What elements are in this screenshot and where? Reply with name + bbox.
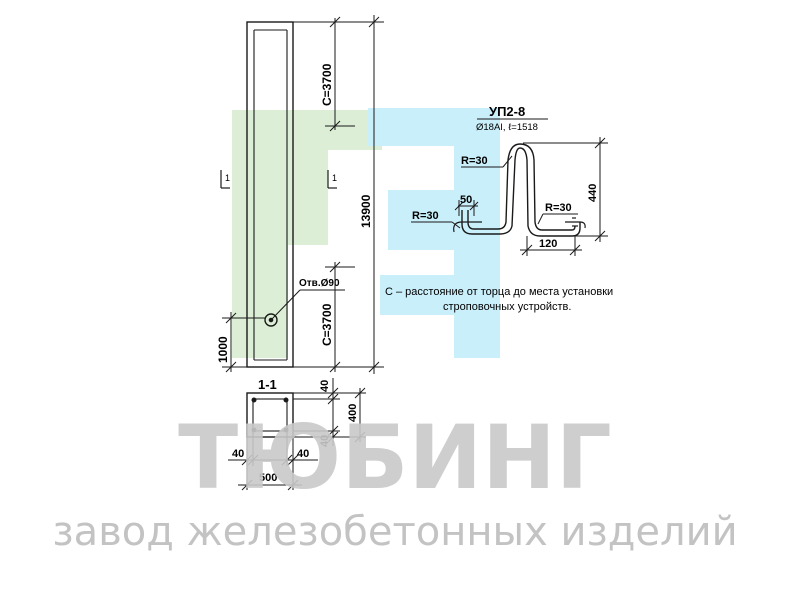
loop-r-right: R=30 [545,202,572,214]
watermark-green-mid [288,150,328,245]
r-left-leader [411,221,461,229]
column-outline [246,21,294,368]
section-dim-bottom-cover: 40 [319,435,331,447]
loop-dim-440: 440 [587,184,599,202]
hole-leader [270,289,301,321]
watermark-logo [232,108,500,358]
loop-left-hook [453,221,482,233]
watermark-brand: ТЮБИНГ [178,406,612,509]
loop-r-left: R=30 [412,210,439,222]
loop-right-hook [565,221,586,229]
watermark-cyan-low [380,275,454,315]
section-marks [220,170,337,189]
watermark-cyan-bar [454,108,500,358]
note-line1: С – расстояние от торца до места установ… [385,286,613,298]
loop-bar-inner [467,143,576,231]
loop-dim-50: 50 [460,194,472,206]
dim-total [345,15,384,374]
loop-bar-outer [461,147,581,237]
loop-shape [453,143,586,237]
watermark-green-top [232,110,382,150]
r-top-leader [461,155,513,168]
watermark-subtitle: завод железобетонных изделий [52,509,737,555]
section-dim-width: 500 [259,472,277,484]
hole-circle [264,313,278,327]
watermark-cyan-block [388,190,454,250]
dim-50 [454,200,479,216]
dim-c-bottom-label: C=3700 [320,303,334,346]
section-dim-left-cover: 40 [232,448,244,460]
dim-c-top-label: C=3700 [320,63,334,106]
hole-label: Отв.Ø90 [299,278,340,289]
loop-dim-120: 120 [539,238,557,250]
dim-hole-offset [222,312,266,373]
dim-hole-offset-label: 1000 [216,336,230,363]
note-line2: строповочных устройств. [443,301,571,313]
dim-c-bottom [293,261,355,373]
loop-r-top: R=30 [461,155,488,167]
section-dim-top-cover: 40 [319,380,331,392]
section-mark-left: 1 [225,173,230,183]
section-dim-height: 400 [347,404,359,422]
loop-title: УП2-8 [489,104,525,119]
loop-spec: Ø18AI, ℓ=1518 [476,122,538,133]
section-view [246,392,294,438]
section-dims-horizontal [228,431,318,491]
section-dim-right-cover: 40 [297,448,309,460]
dim-440 [523,137,608,242]
dim-total-label: 13900 [359,194,373,228]
section-rebar-frame [252,398,288,432]
section-mark-right: 1 [332,173,337,183]
dim-120 [520,236,582,256]
section-dims-vertical [293,378,366,446]
watermark-green-bar [232,110,288,358]
section-outline [246,392,294,438]
dim-c-top [293,16,355,132]
column-elevation [246,21,345,368]
section-title: 1-1 [258,377,277,392]
r-right-leader [537,213,578,225]
